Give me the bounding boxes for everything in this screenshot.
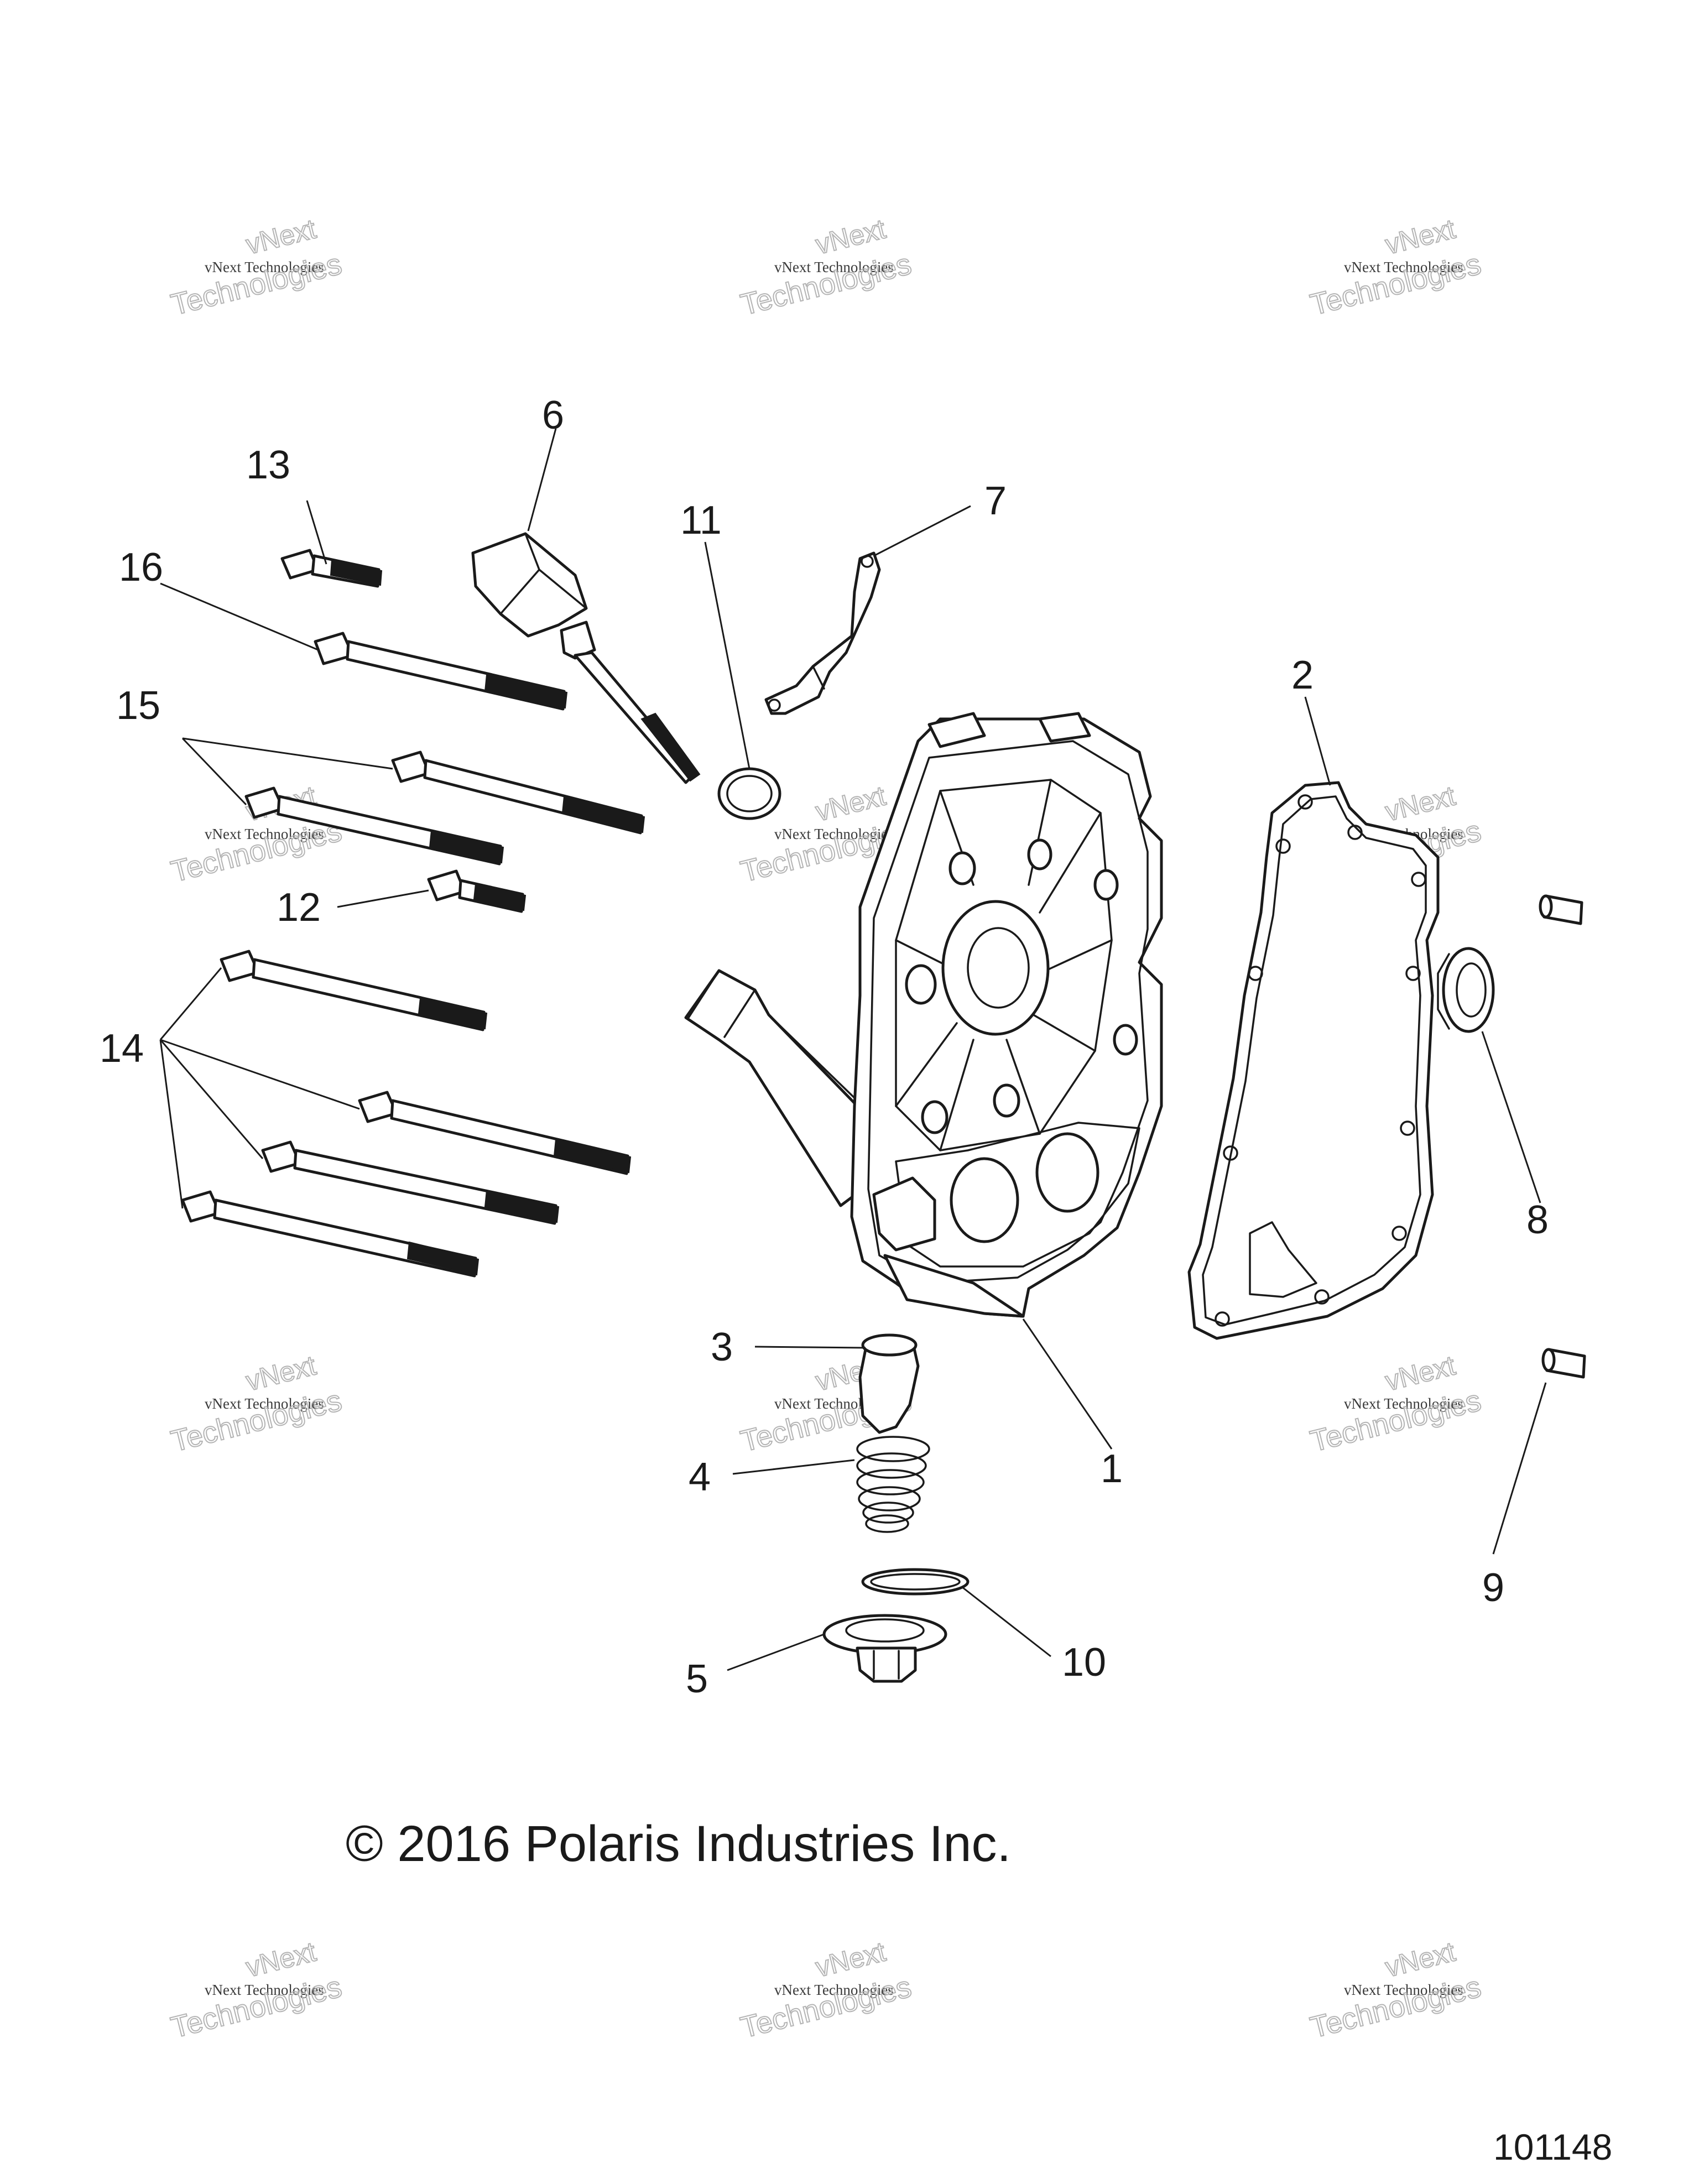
callout-12: 12	[277, 885, 321, 930]
watermark-brand: vNext	[812, 213, 889, 260]
part-bracket	[764, 551, 881, 715]
figure-number: 101148	[1493, 2126, 1612, 2167]
watermark-brand: vNext	[1382, 213, 1458, 260]
part-bolt-14a	[220, 950, 488, 1031]
callout-1: 1	[1101, 1447, 1123, 1491]
watermark-line1: vNext Technologies	[774, 1982, 894, 1998]
watermark-brand: vNext	[243, 1936, 319, 1983]
callout-16: 16	[119, 545, 163, 590]
part-plug	[858, 1333, 920, 1434]
watermark-line1: vNext Technologies	[1344, 259, 1463, 275]
part-bolt-12	[427, 869, 527, 913]
callout-15: 15	[116, 684, 160, 728]
callouts: 1 2 3 4 5 6 7 8 9 10 11 12 13 14 15 16	[100, 393, 1549, 1701]
watermark-line1: vNext Technologies	[1344, 1395, 1463, 1412]
watermark-line1: vNext Technologies	[1344, 1982, 1463, 1998]
part-dipstick	[471, 532, 701, 784]
callout-6: 6	[542, 393, 564, 437]
part-bolt-15b	[244, 786, 504, 866]
watermark: vNext vNext Technologies Technologies	[167, 1349, 345, 1458]
watermark-brand: vNext	[1382, 1936, 1458, 1983]
part-bolt-15a	[391, 750, 645, 835]
watermark-line1: vNext Technologies	[205, 826, 324, 842]
callout-8: 8	[1526, 1198, 1549, 1242]
part-drain-plug	[822, 1614, 947, 1683]
watermark-line1: vNext Technologies	[205, 259, 324, 275]
part-dowel-pin	[1539, 894, 1583, 925]
watermark: vNext vNext Technologies Technologies	[737, 1935, 915, 2045]
copyright-text: © 2016 Polaris Industries Inc.	[346, 1816, 1011, 1872]
callout-2: 2	[1291, 653, 1314, 697]
callout-9: 9	[1482, 1566, 1504, 1610]
part-bolt-14c	[261, 1140, 560, 1225]
part-dowel-pin	[1541, 1348, 1586, 1379]
part-bolt-14b	[358, 1091, 632, 1175]
callout-4: 4	[689, 1455, 711, 1499]
watermark: vNext vNext Technologies Technologies	[1306, 212, 1484, 322]
callout-5: 5	[686, 1657, 708, 1701]
watermark-line1: vNext Technologies	[774, 259, 894, 275]
watermark: vNext vNext Technologies Technologies	[1306, 1349, 1484, 1458]
part-bolt-13	[280, 549, 383, 588]
part-bolt-14d	[181, 1190, 480, 1278]
callout-13: 13	[246, 443, 290, 487]
part-o-ring	[861, 1568, 970, 1596]
callout-3: 3	[711, 1325, 733, 1369]
part-spring	[856, 1436, 930, 1533]
watermark: vNext vNext Technologies Technologies	[167, 1935, 345, 2045]
part-ring	[717, 767, 781, 820]
part-seal	[1437, 947, 1495, 1033]
watermark-line1: vNext Technologies	[205, 1982, 324, 1998]
watermark-brand: vNext	[812, 780, 889, 827]
watermark-brand: vNext	[243, 1349, 319, 1396]
watermark: vNext vNext Technologies Technologies	[737, 212, 915, 322]
callout-14: 14	[100, 1026, 144, 1071]
callout-7: 7	[984, 479, 1007, 523]
callout-11: 11	[680, 498, 722, 543]
part-gasket	[1187, 781, 1440, 1340]
watermark: vNext vNext Technologies Technologies	[167, 212, 345, 322]
leader-lines	[159, 428, 1547, 1671]
watermark: vNext vNext Technologies Technologies	[1306, 1935, 1484, 2045]
watermark-line1: vNext Technologies	[205, 1395, 324, 1412]
watermark-brand: vNext	[243, 213, 319, 260]
watermark-brand: vNext	[1382, 780, 1458, 827]
watermark-line1: vNext Technologies	[774, 826, 894, 842]
watermark-brand: vNext	[812, 1936, 889, 1983]
part-bolt-16	[314, 632, 568, 711]
watermark-brand: vNext	[1382, 1349, 1458, 1396]
parts	[181, 532, 1586, 1683]
part-crankcase-cover	[684, 712, 1163, 1318]
callout-10: 10	[1062, 1640, 1106, 1685]
